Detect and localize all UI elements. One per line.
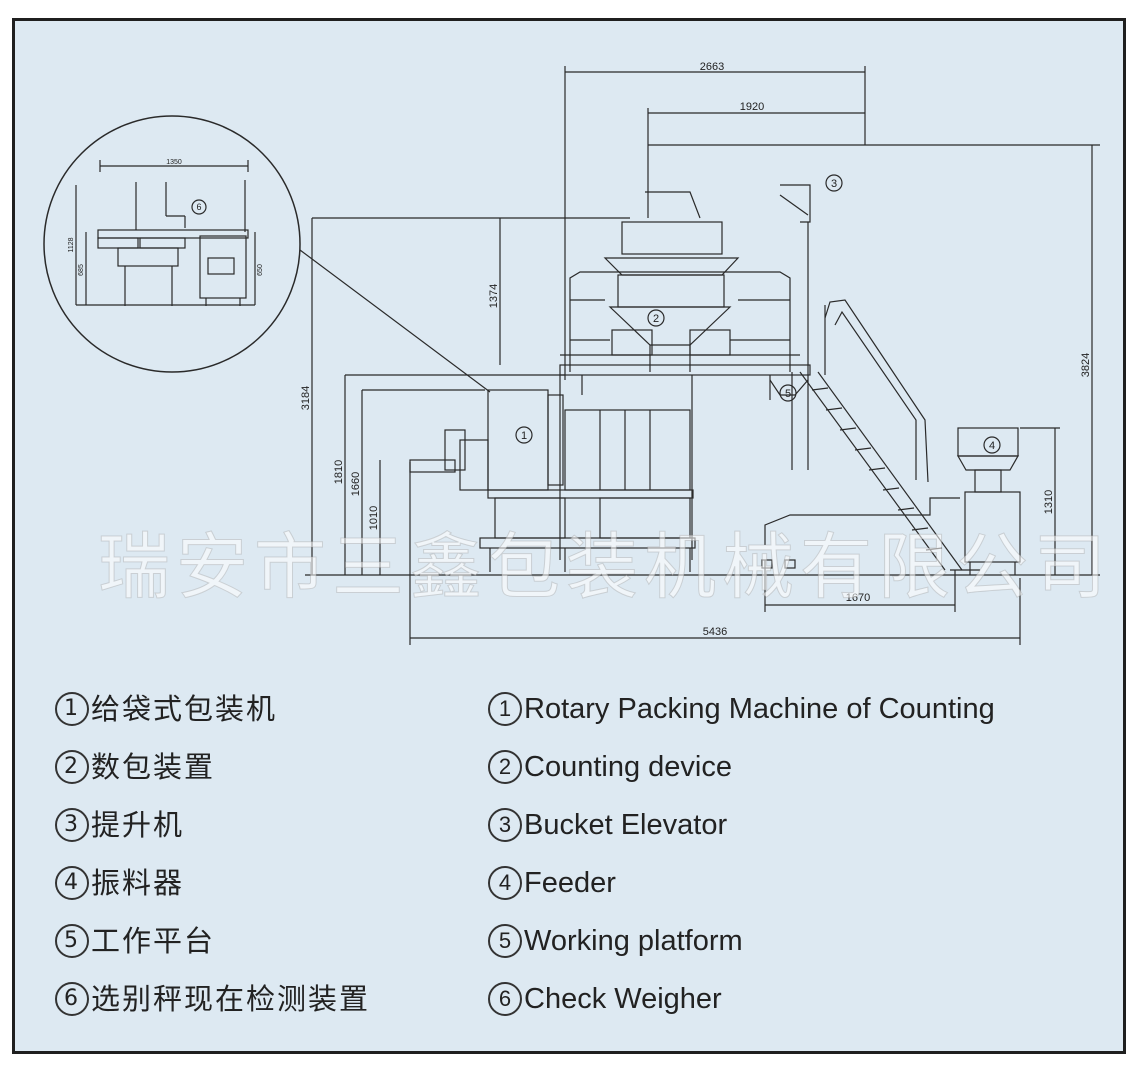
marker-4-label: 4 <box>989 440 995 452</box>
inset-dim-1128: 1128 <box>68 237 75 252</box>
markers <box>191 174 1001 454</box>
dim-3824: 3824 <box>1080 353 1092 377</box>
legend-cn-4-text: 振料器 <box>91 866 185 900</box>
legend-cn-1-text: 给袋式包装机 <box>91 692 278 726</box>
rotary-packing-machine <box>409 389 696 572</box>
legend-cn-6-text: 选别秤现在检测装置 <box>91 982 371 1016</box>
legend-cn-6-number: 6 <box>55 982 89 1016</box>
legend-en-2-text: Counting device <box>524 751 732 783</box>
legend-en-2-number: 2 <box>488 750 522 784</box>
legend-cn-2-text: 数包装置 <box>91 750 216 784</box>
legend-en-5-text: Working platform <box>524 925 743 957</box>
legend-cn-1-number: 1 <box>55 692 89 726</box>
dim-1660: 1660 <box>350 472 362 496</box>
legend-en-6-number: 6 <box>488 982 522 1016</box>
dim-1310: 1310 <box>1043 490 1055 514</box>
marker-3-label: 3 <box>831 178 837 190</box>
legend-en-1-text: Rotary Packing Machine of Counting <box>524 693 995 725</box>
legend-cn-4-number: 4 <box>55 866 89 900</box>
dim-2663: 2663 <box>700 61 724 73</box>
legend-en-3-text: Bucket Elevator <box>524 809 728 841</box>
top-dimension-lines <box>305 66 1100 645</box>
counting-device <box>560 221 800 372</box>
marker-1-label: 1 <box>521 430 527 442</box>
dim-3184: 3184 <box>300 386 312 410</box>
legend-en-6-text: Check Weigher <box>524 983 722 1015</box>
legend-en-4-text: Feeder <box>524 867 616 899</box>
legend-en-1-number: 1 <box>488 692 522 726</box>
working-platform <box>559 364 811 560</box>
inset-dim-1350: 1350 <box>166 159 182 166</box>
bucket-elevator <box>645 144 865 470</box>
dim-1810: 1810 <box>333 460 345 484</box>
check-weigher-inset <box>43 115 491 393</box>
legend-cn-3-text: 提升机 <box>91 808 185 842</box>
marker-5-label: 5 <box>785 388 791 400</box>
dim-1670: 1670 <box>846 592 870 604</box>
dim-5436: 5436 <box>703 626 727 638</box>
legend-cn-5-number: 5 <box>55 924 89 958</box>
stairs <box>761 299 980 571</box>
marker-6-label: 6 <box>196 202 201 212</box>
inset-dim-650: 650 <box>257 264 264 276</box>
company-watermark: 瑞安市三鑫包装机械有限公司 <box>97 525 1113 610</box>
feeder <box>956 427 1021 575</box>
legend-cn-5-text: 工作平台 <box>91 924 216 958</box>
legend-cn-3-number: 3 <box>55 808 89 842</box>
legend-en-4-number: 4 <box>488 866 522 900</box>
dim-1920: 1920 <box>740 101 764 113</box>
dim-1010: 1010 <box>368 506 380 530</box>
legend-en-5-number: 5 <box>488 924 522 958</box>
marker-2-label: 2 <box>653 313 659 325</box>
dim-1374: 1374 <box>488 284 500 308</box>
legend-en-3-number: 3 <box>488 808 522 842</box>
legend-cn-2-number: 2 <box>55 750 89 784</box>
inset-dim-685: 685 <box>78 264 85 276</box>
